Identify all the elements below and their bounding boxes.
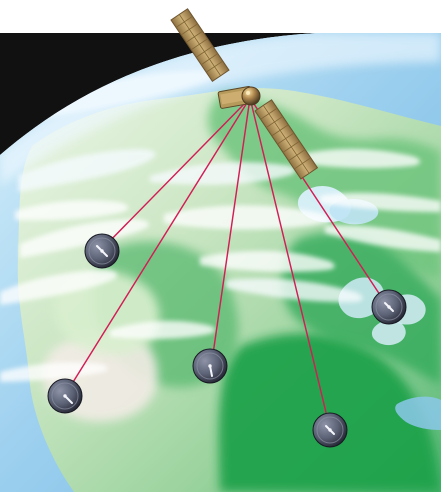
- ground-dish-icon: [312, 412, 348, 448]
- link-line: [101, 97, 251, 250]
- ground-dish-icon: [84, 233, 120, 269]
- link-line: [249, 97, 331, 430]
- ground-dish-icon: [47, 378, 83, 414]
- ground-dish-icon: [192, 348, 228, 384]
- satellite-icon: [170, 8, 319, 180]
- link-line: [210, 97, 251, 369]
- ground-stations: [47, 233, 407, 448]
- space-shadow: [0, 33, 317, 155]
- ground-dish-icon: [371, 289, 407, 325]
- link-line: [64, 97, 251, 396]
